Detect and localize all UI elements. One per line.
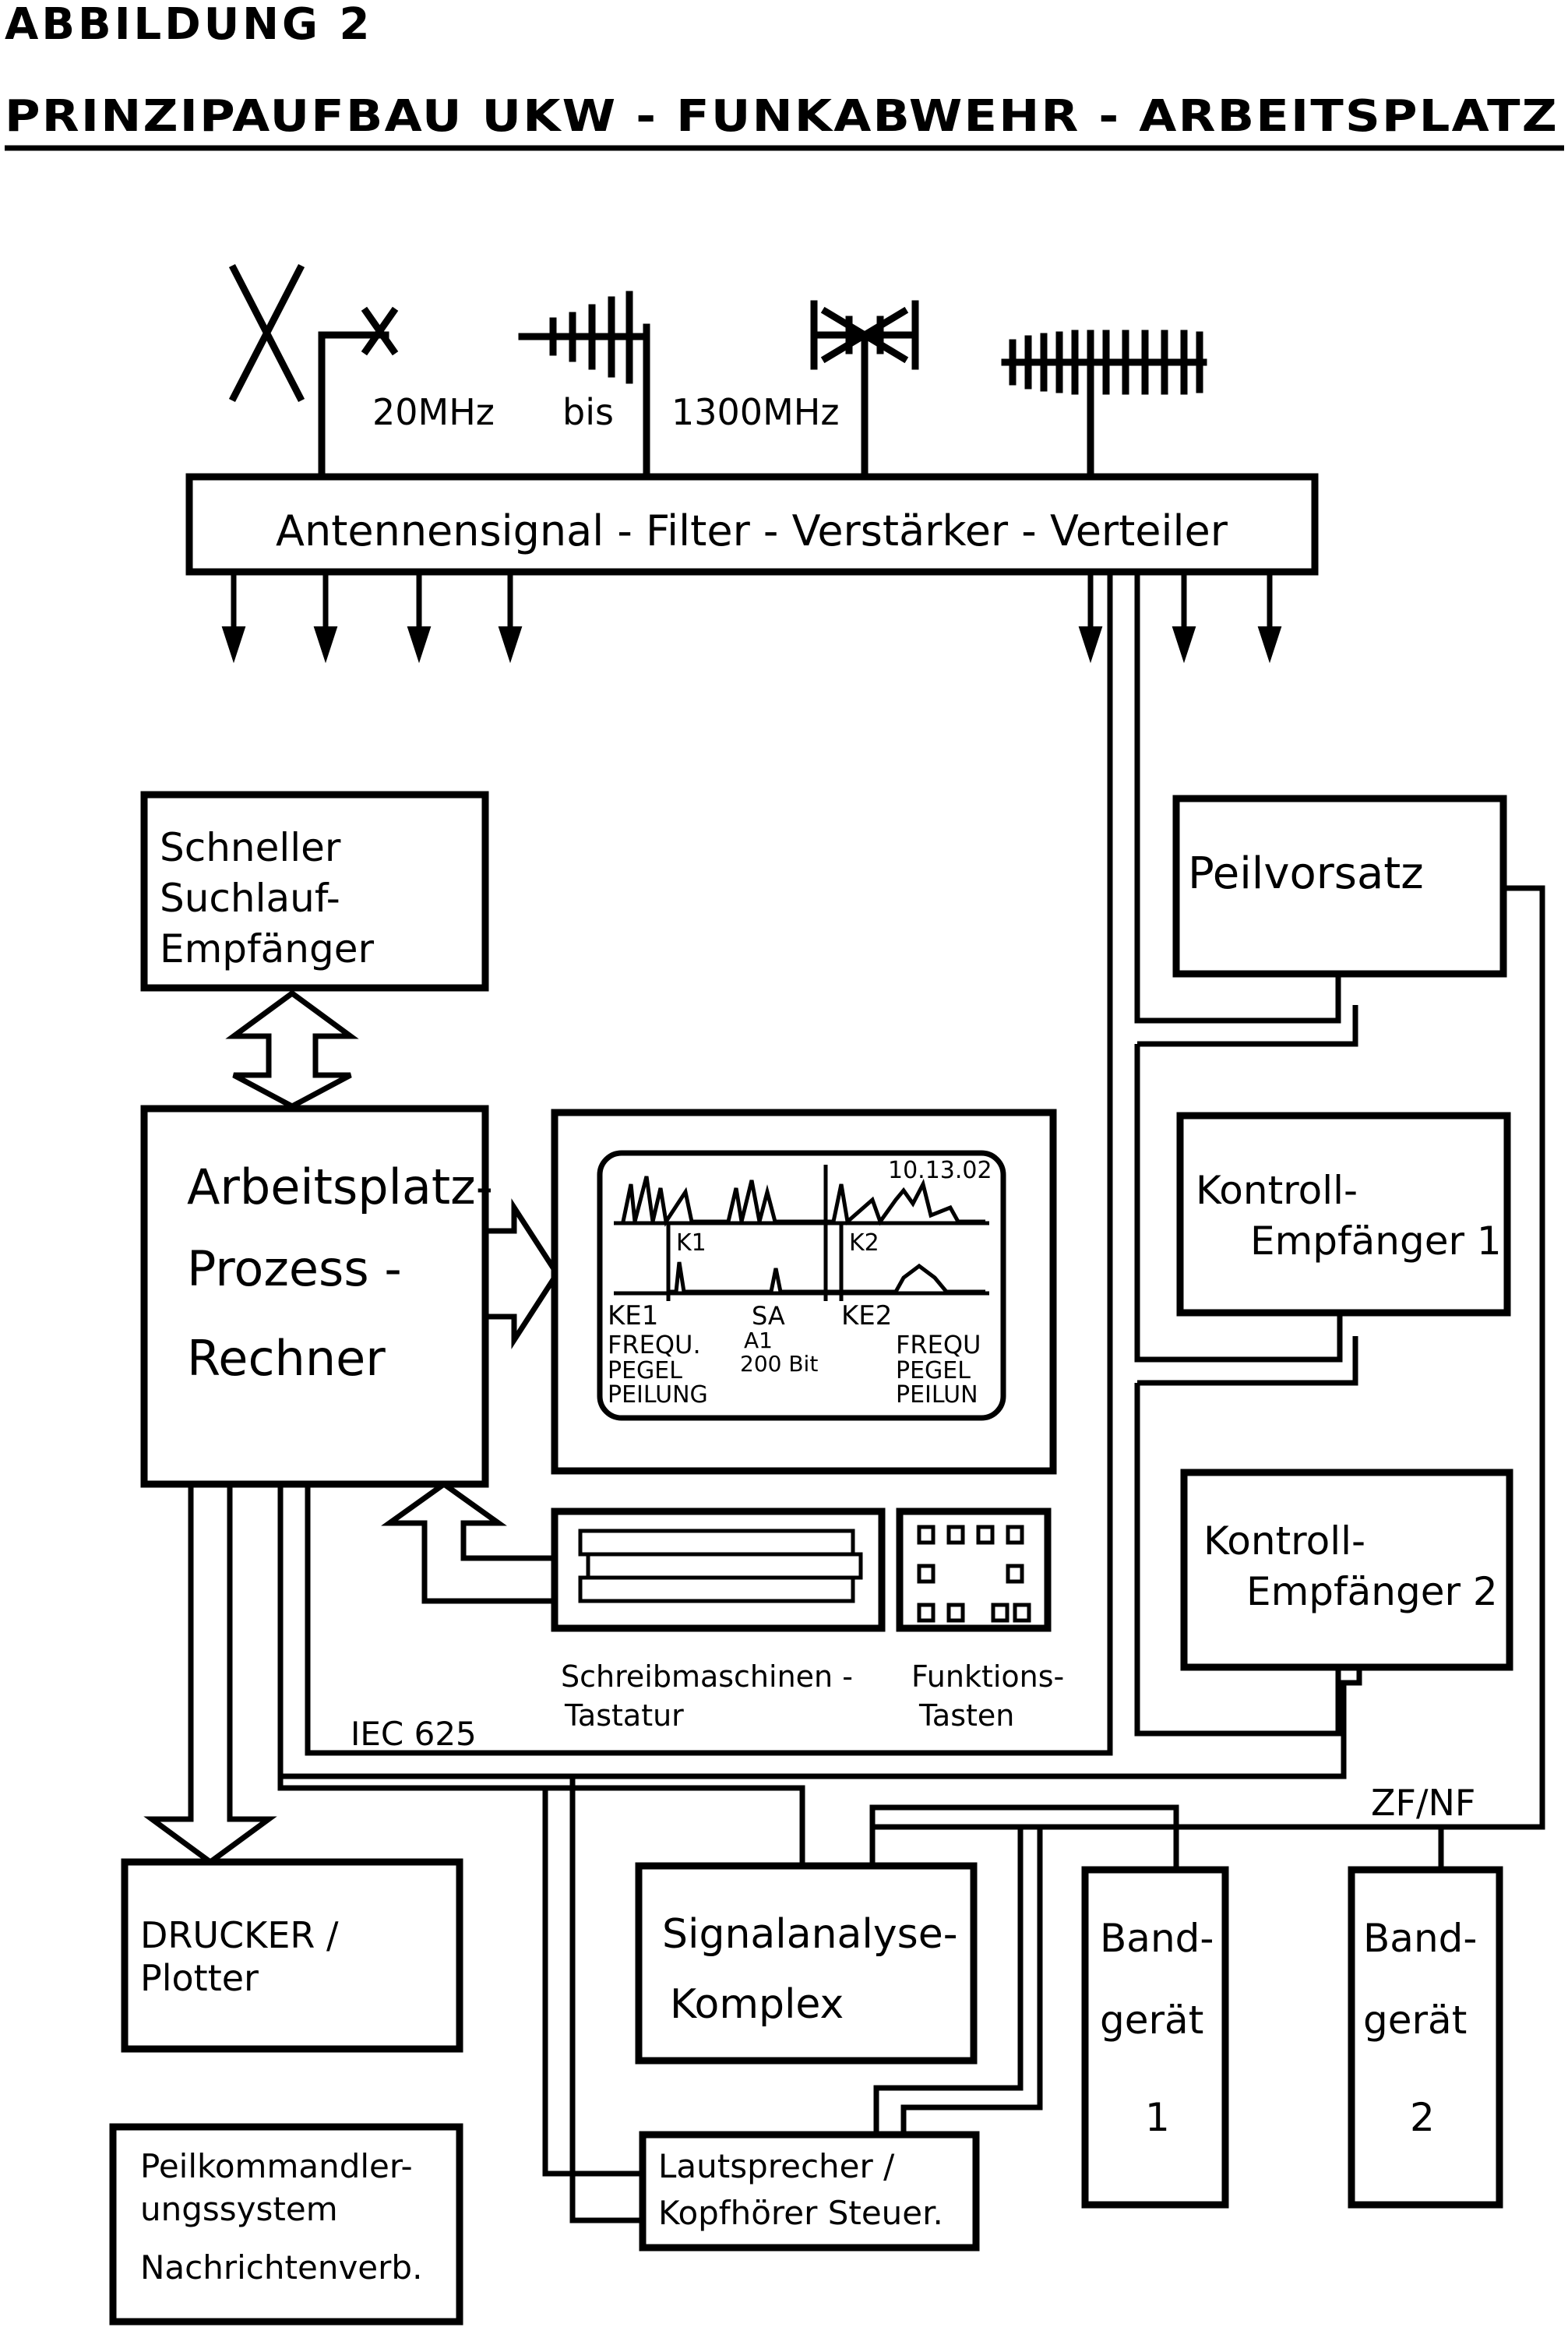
function-keys-label-2: Tasten [918,1698,1014,1733]
screen-left-4: PEILUNG [608,1381,708,1409]
antenna-biconical-icon [810,300,919,483]
typewriter-label-2: Tastatur [564,1698,684,1733]
figure-title: PRINZIPAUFBAU UKW - FUNKABWEHR - ARBEITS… [5,91,1559,142]
search-receiver-line1: Schneller [160,825,341,870]
computer-line1: Arbeitsplatz- [187,1158,493,1215]
df-command-line3: Nachrichtenverb. [140,2248,422,2287]
speaker-control-box [639,2131,980,2252]
keyboard-to-computer-arrow-icon [381,1480,555,1604]
printer-line2: Plotter [140,1957,259,1999]
printer-box [121,1858,463,2053]
signal-analysis-line2: Komplex [670,1981,844,2028]
control-receiver-2-box [1180,1469,1513,1671]
screen-k1: K1 [676,1229,706,1257]
screen-left-3: PEGEL [608,1357,682,1384]
distributor-box [185,473,1319,576]
screen-right-1: FREQU [896,1330,981,1359]
antenna-yagi-small-icon [518,291,650,483]
tape-2-line2: gerät [1363,1998,1467,2043]
screen-left-2: FREQU. [608,1330,701,1359]
bidirectional-bus-arrow-icon [225,989,359,1109]
df-command-box [109,2123,463,2326]
function-key-icons [917,1525,1031,1623]
figure-label: ABBILDUNG 2 [5,0,372,50]
control-receiver-1-line2: Empfänger 1 [1250,1218,1502,1264]
screen-k2: K2 [849,1229,879,1257]
freq-range-from: 20MHz [372,391,495,433]
search-receiver-box [140,791,489,992]
computer-line2: Prozess - [187,1240,402,1297]
typewriter-label-1: Schreibmaschinen - [561,1659,853,1694]
df-command-line2: ungssystem [140,2190,338,2228]
control-receiver-2-line1: Kontroll- [1203,1518,1365,1564]
screen-right-3: PEILUN [896,1381,978,1409]
control-receiver-1-line1: Kontroll- [1196,1168,1358,1213]
speaker-line2: Kopfhörer Steuer. [658,2194,943,2232]
control-receiver-1-box [1176,1112,1511,1317]
distributor-label: Antennensignal - Filter - Verstärker - V… [276,506,1228,555]
tape-1-box [1081,1866,1229,2209]
screen-mid-2: A1 [744,1328,773,1353]
screen-mid-1: SA [752,1301,785,1331]
function-keys-label-1: Funktions- [911,1659,1064,1694]
computer-to-monitor-arrow-icon [482,1198,561,1349]
speaker-line1: Lautsprecher / [658,2147,895,2185]
monitor-screen [597,1150,1006,1421]
df-unit-label: Peilvorsatz [1188,848,1424,899]
distributor-output-arrows [221,572,1282,664]
screen-right-title: KE2 [841,1300,892,1331]
zf-nf-bus-label: ZF/NF [1371,1782,1475,1824]
antenna-cross-icon [228,263,399,483]
screen-left-1: KE1 [608,1300,658,1331]
printer-line1: DRUCKER / [140,1914,339,1956]
screen-right-2: PEGEL [896,1357,971,1384]
tape-1-line3: 1 [1145,2095,1170,2140]
df-command-line1: Peilkommandler- [140,2147,413,2185]
screen-mid-3: 200 Bit [740,1351,818,1377]
tape-2-line3: 2 [1410,2095,1435,2140]
search-receiver-line2: Suchlauf- [160,876,340,921]
tape-2-box [1348,1866,1503,2209]
control-receiver-2-line2: Empfänger 2 [1246,1569,1498,1614]
freq-range-bis: bis [562,391,614,433]
signal-analysis-box [635,1862,978,2065]
antenna-log-periodic-icon [1001,330,1207,483]
computer-to-printer-arrow-icon [143,1481,277,1866]
search-receiver-line3: Empfänger [160,926,374,972]
computer-box [140,1105,489,1488]
iec-bus-label: IEC 625 [351,1715,477,1753]
connection-lines [277,572,1545,2223]
tape-1-line2: gerät [1100,1998,1203,2043]
spectrum-display [614,1165,989,1301]
screen-timestamp: 10.13.02 [888,1157,992,1184]
computer-line3: Rechner [187,1330,386,1387]
keyboard-row-3 [578,1575,855,1603]
df-unit-box [1172,795,1507,978]
signal-analysis-line1: Signalanalyse- [662,1911,958,1958]
freq-range-to: 1300MHz [671,391,840,433]
tape-2-line1: Band- [1363,1916,1477,1961]
tape-1-line1: Band- [1100,1916,1214,1961]
